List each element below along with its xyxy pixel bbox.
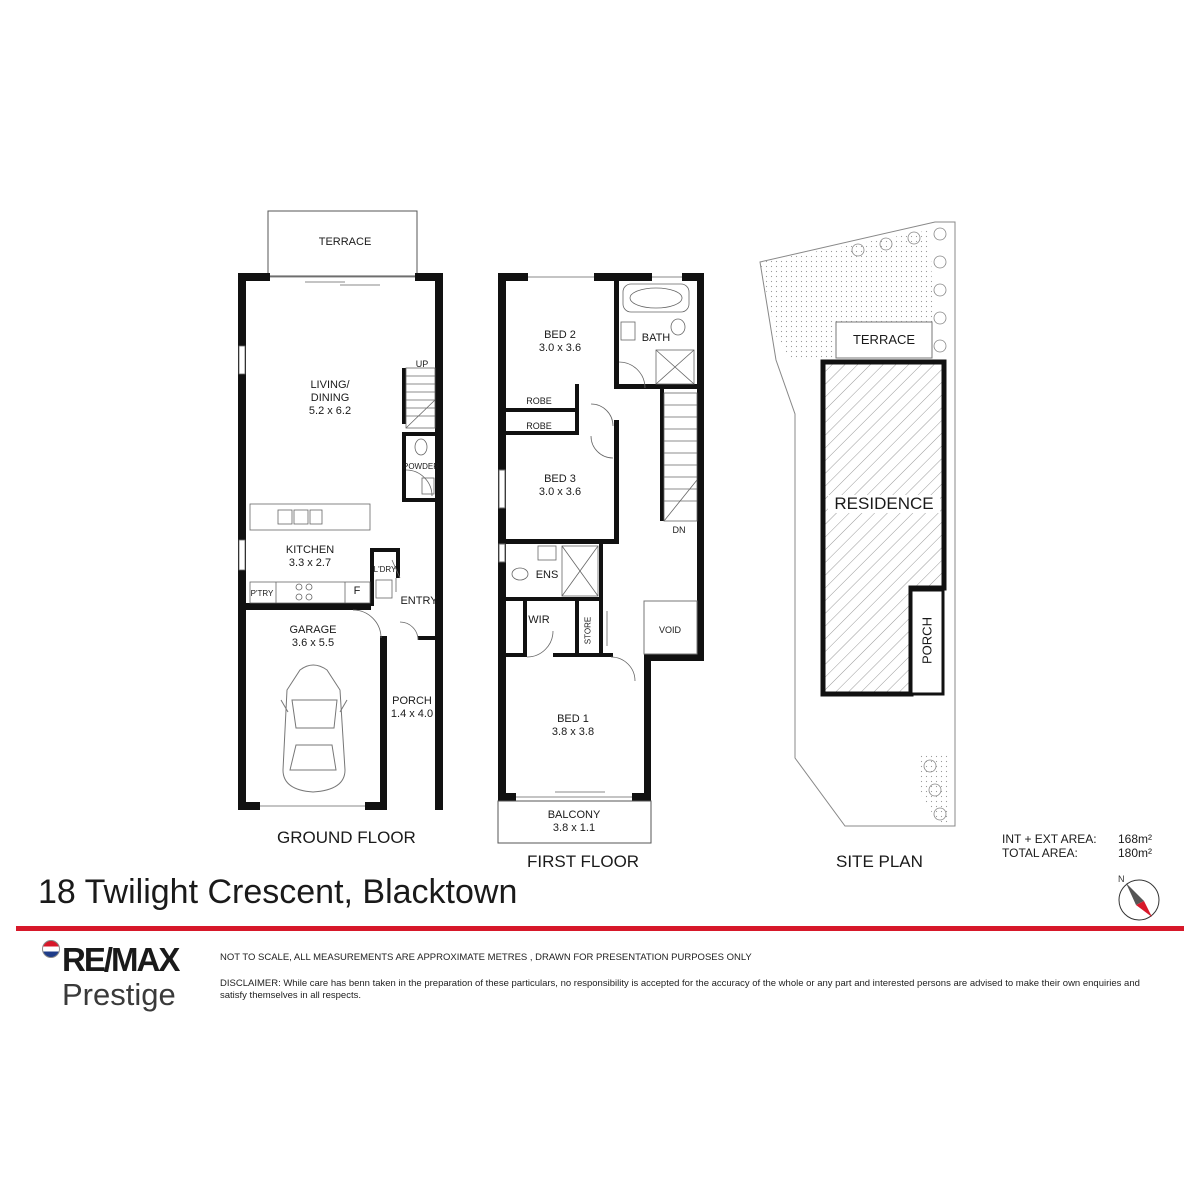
balcony-outline xyxy=(497,800,652,844)
site-plan-title: SITE PLAN xyxy=(836,852,923,871)
bed2-name: BED 2 xyxy=(544,329,576,341)
residence-label: RESIDENCE xyxy=(828,495,940,513)
store-label: STORE xyxy=(583,616,593,645)
bed2-label: BED 2 3.0 x 3.6 xyxy=(520,329,600,355)
ground-floor-plan xyxy=(238,210,443,810)
total-area-row: TOTAL AREA: 180m² xyxy=(1002,846,1152,860)
bed3-name: BED 3 xyxy=(544,473,576,485)
compass-icon: N xyxy=(1112,870,1166,931)
property-address: 18 Twilight Crescent, Blacktown xyxy=(38,873,518,911)
laundry-label: L'DRY xyxy=(373,565,397,574)
robe-lower-label: ROBE xyxy=(526,421,552,431)
bed3-label: BED 3 3.0 x 3.6 xyxy=(520,473,600,499)
porch-label: PORCH 1.4 x 4.0 xyxy=(388,695,436,721)
wir-label: WIR xyxy=(528,614,550,626)
car-icon xyxy=(280,664,348,793)
divider-line xyxy=(16,926,1184,931)
fridge-label: F xyxy=(353,585,361,597)
site-plan xyxy=(759,221,956,827)
void-label: VOID xyxy=(658,625,681,635)
balcony-label: BALCONY 3.8 x 1.1 xyxy=(534,809,614,835)
kitchen-name: KITCHEN xyxy=(285,544,335,556)
kitchen-dim: 3.3 x 2.7 xyxy=(288,557,332,569)
balcony-dim: 3.8 x 1.1 xyxy=(552,822,596,834)
porch-dim: 1.4 x 4.0 xyxy=(390,708,434,720)
robe-upper-label: ROBE xyxy=(526,396,552,406)
bath-label: BATH xyxy=(641,332,671,344)
brand-mark: RE/MAX xyxy=(62,941,180,978)
balloon-icon xyxy=(42,940,60,958)
kitchen-label: KITCHEN 3.3 x 2.7 xyxy=(270,544,350,570)
bed2-dim: 3.0 x 3.6 xyxy=(538,342,582,354)
porch-name: PORCH xyxy=(392,695,432,707)
first-floor-title: FIRST FLOOR xyxy=(527,852,640,871)
terrace-outline xyxy=(267,210,418,277)
garage-label: GARAGE 3.6 x 5.5 xyxy=(273,624,353,650)
living-dim: 5.2 x 6.2 xyxy=(308,405,352,417)
total-area-value: 180m² xyxy=(1118,846,1153,860)
living-dining-label: LIVING/ DINING 5.2 x 6.2 xyxy=(290,379,370,418)
total-area-label: TOTAL AREA: xyxy=(1002,846,1078,860)
int-ext-area-label: INT + EXT AREA: xyxy=(1002,832,1097,846)
area-summary: INT + EXT AREA: 168m² TOTAL AREA: 180m² xyxy=(1002,832,1152,860)
brand-subname: Prestige xyxy=(62,977,176,1012)
entry-label: ENTRY xyxy=(400,595,438,607)
bed1-dim: 3.8 x 3.8 xyxy=(551,726,595,738)
compass-north-label: N xyxy=(1118,874,1125,884)
bed1-label: BED 1 3.8 x 3.8 xyxy=(533,713,613,739)
terrace-label: TERRACE xyxy=(318,236,372,248)
site-porch-label: PORCH xyxy=(919,617,935,664)
balcony-name: BALCONY xyxy=(547,809,601,821)
site-terrace-label: TERRACE xyxy=(852,332,916,347)
ground-floor-title: GROUND FLOOR xyxy=(277,828,416,847)
ensuite-label: ENS xyxy=(535,569,559,581)
bed1-name: BED 1 xyxy=(557,713,589,725)
disclaimer-notes: NOT TO SCALE, ALL MEASUREMENTS ARE APPRO… xyxy=(220,952,1160,1016)
brand-logo: RE/MAX Prestige xyxy=(42,940,180,1012)
scale-note: NOT TO SCALE, ALL MEASUREMENTS ARE APPRO… xyxy=(220,952,752,963)
site-porch-outline xyxy=(909,588,945,696)
int-ext-area-row: INT + EXT AREA: 168m² xyxy=(1002,832,1152,846)
powder-label: POWDER xyxy=(403,462,439,471)
pantry-label: P'TRY xyxy=(250,589,274,598)
stairs-up-label: UP xyxy=(415,359,429,369)
living-name: LIVING/ DINING xyxy=(310,379,350,404)
first-floor-plan xyxy=(497,273,704,844)
garage-dim: 3.6 x 5.5 xyxy=(291,637,335,649)
site-terrace-outline xyxy=(835,321,933,359)
disclaimer-text: DISCLAIMER: While care has benn taken in… xyxy=(220,978,1140,1001)
int-ext-area-value: 168m² xyxy=(1118,832,1153,846)
stairs-down-label: DN xyxy=(672,525,686,535)
garage-name: GARAGE xyxy=(289,624,337,636)
bed3-dim: 3.0 x 3.6 xyxy=(538,486,582,498)
